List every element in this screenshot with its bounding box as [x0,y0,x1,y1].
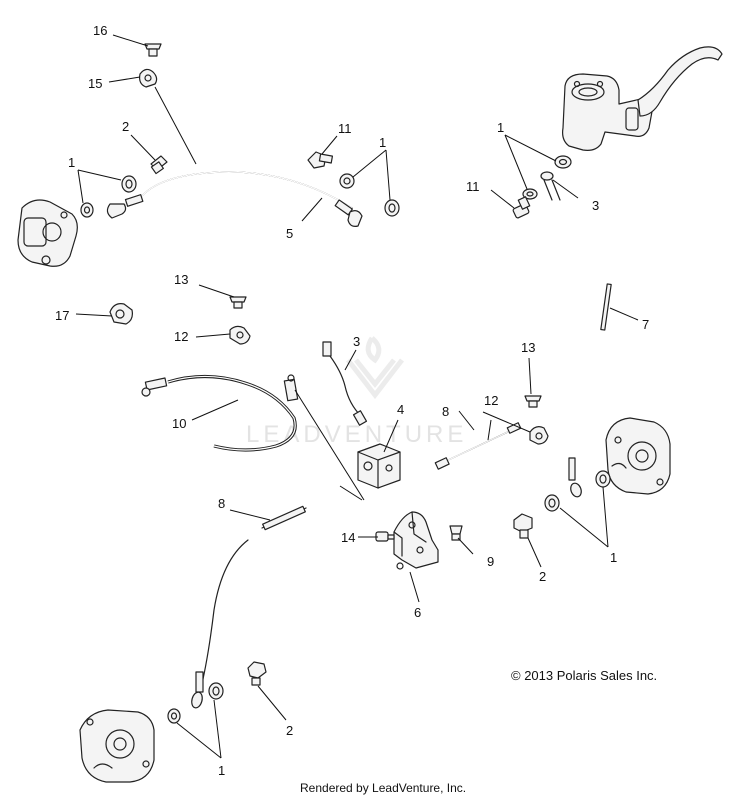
callout-8-right: 8 [442,404,449,419]
banjo-fitting-part-3-top [540,171,561,201]
bolt-part-11-right [512,196,531,219]
callout-10: 10 [172,416,186,431]
washer-part-1e [554,155,572,169]
callout-8-left: 8 [218,496,225,511]
callout-2-middle: 2 [539,569,546,584]
watermark: LEADVENTURE [246,336,463,448]
brake-line-part-8-right [434,422,522,470]
washer-part-1j [167,708,181,724]
bolt-part-2-bottom [247,661,267,686]
washer-part-1i [208,682,224,700]
callout-9: 9 [487,554,494,569]
screw-part-13-left [229,296,247,309]
clip-part-12-left [229,325,251,345]
callout-16: 16 [93,23,107,38]
washer-part-1f [522,188,538,200]
brake-line-part-7 [600,283,612,331]
callout-7: 7 [642,317,649,332]
master-cylinder [562,46,723,151]
callout-3-middle: 3 [353,334,360,349]
callout-6: 6 [414,605,421,620]
bracket-part-6 [393,511,439,570]
callout-11-top: 11 [338,121,352,136]
clip-part-12-right [529,426,549,445]
leader-lines [75,34,639,759]
callout-3-top: 3 [592,198,599,213]
callout-12-left: 12 [174,329,188,344]
brake-fitting-right [568,457,582,498]
screw-part-14 [375,531,395,542]
callout-1-top-middle: 1 [379,135,386,150]
callout-2-top: 2 [122,119,129,134]
callout-1-top-left: 1 [68,155,75,170]
brake-line-part-5 [106,171,363,227]
callout-5: 5 [286,226,293,241]
washer-part-1a [121,175,137,193]
bolt-part-2-top [150,155,168,175]
callout-4: 4 [397,402,404,417]
screw-part-13-right [524,395,542,408]
bolt-part-2-mid [513,513,533,539]
rendered-by-footer: Rendered by LeadVenture, Inc. [300,781,467,795]
copyright-notice: © 2013 Polaris Sales Inc. [511,668,658,683]
callout-12-right: 12 [484,393,498,408]
callout-13-right: 13 [521,340,535,355]
washer-part-1d [384,199,400,217]
brake-line-part-8-long [191,505,307,709]
callout-15: 15 [88,76,102,91]
washer-part-1g [544,494,560,512]
callout-11-right: 11 [466,179,480,194]
brake-caliper-right [605,417,671,495]
brake-line-part-10 [141,374,299,452]
callout-13-left: 13 [174,272,188,287]
callout-1-top-right: 1 [497,120,504,135]
callout-14: 14 [341,530,355,545]
junction-block-part-4 [357,443,401,489]
callout-labels: 16 15 2 1 11 1 5 1 11 3 13 17 12 7 3 13 … [55,23,649,778]
callout-1-bottom: 1 [218,763,225,778]
brake-caliper-bottom-left [79,709,155,783]
callout-1-right: 1 [610,550,617,565]
brake-caliper-top-left [17,199,78,267]
clip-part-17 [109,303,133,325]
screw-part-9 [449,525,463,541]
clip-part-15 [139,68,158,88]
washer-part-1h [595,470,611,488]
washer-part-1b [80,202,94,218]
screw-part-16 [144,43,162,57]
brake-line-part-3 [322,341,368,426]
washer-part-1c [339,173,355,189]
callout-17: 17 [55,308,69,323]
bolt-part-11-top [307,151,334,169]
callout-2-bottom: 2 [286,723,293,738]
